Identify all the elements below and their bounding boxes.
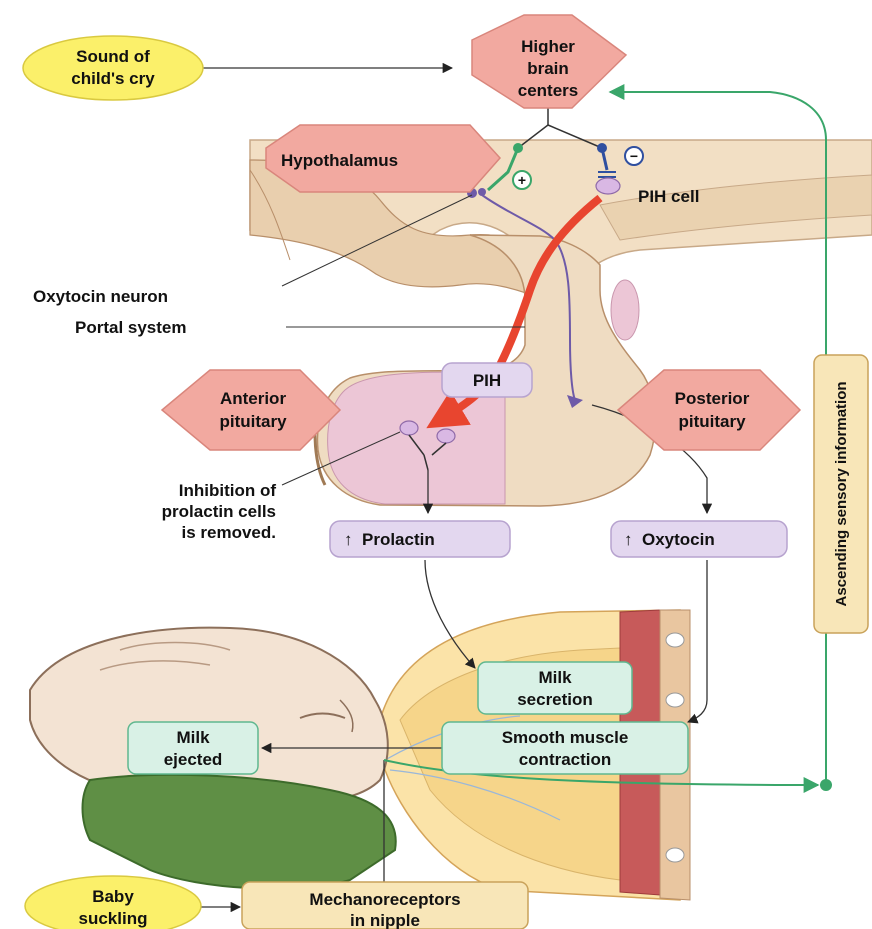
sound-cry-node: Sound of child's cry — [23, 36, 203, 100]
oxytocin-box: ↑ Oxytocin — [611, 521, 787, 557]
posterior-line-2: pituitary — [678, 412, 746, 431]
anterior-line-2: pituitary — [219, 412, 287, 431]
prolactin-label: Prolactin — [362, 530, 435, 549]
mechanoreceptors-line-2: in nipple — [350, 911, 420, 929]
baby-suckling-line-2: suckling — [79, 909, 148, 928]
prolactin-box: ↑ Prolactin — [330, 521, 510, 557]
milk-secretion-line-2: secretion — [517, 690, 593, 709]
sound-cry-line-1: Sound of — [76, 47, 150, 66]
oxytocin-to-muscle-arrow — [688, 560, 707, 722]
milk-ejected-line-2: ejected — [164, 750, 223, 769]
anterior-pituitary-node: Anterior pituitary — [162, 370, 340, 450]
baby-suckling-line-1: Baby — [92, 887, 134, 906]
higher-brain-line-3: centers — [518, 81, 578, 100]
spinal-synapse-star — [820, 779, 832, 791]
svg-text:+: + — [518, 172, 526, 188]
pih-label: PIH — [473, 371, 501, 390]
pih-cell-body — [596, 178, 620, 194]
smooth-muscle-line-1: Smooth muscle — [502, 728, 629, 747]
milk-ejected-line-1: Milk — [176, 728, 210, 747]
oxytocin-neuron-label: Oxytocin neuron — [33, 287, 168, 306]
posterior-line-1: Posterior — [675, 389, 750, 408]
sound-cry-line-2: child's cry — [71, 69, 155, 88]
mechanoreceptors-box: Mechanoreceptors in nipple — [242, 882, 528, 929]
portal-system-label: Portal system — [75, 318, 187, 337]
higher-brain-line-1: Higher — [521, 37, 575, 56]
inhibition-line-3: is removed. — [182, 523, 277, 542]
prolactin-up-arrow: ↑ — [344, 530, 353, 549]
oxytocin-label: Oxytocin — [642, 530, 715, 549]
inhibition-line-1: Inhibition of — [179, 481, 277, 500]
ascending-sensory-box: Ascending sensory information — [814, 355, 868, 633]
smooth-muscle-box: Smooth muscle contraction — [442, 722, 688, 774]
ascending-sensory-label: Ascending sensory information — [833, 381, 850, 606]
anterior-line-1: Anterior — [220, 389, 287, 408]
svg-text:−: − — [630, 148, 638, 164]
hypothalamus-label: Hypothalamus — [281, 151, 398, 170]
mechanoreceptors-line-1: Mechanoreceptors — [309, 890, 460, 909]
smooth-muscle-line-2: contraction — [519, 750, 612, 769]
milk-secretion-box: Milk secretion — [478, 662, 632, 714]
inhibition-line-2: prolactin cells — [162, 502, 276, 521]
higher-brain-line-2: brain — [527, 59, 569, 78]
baby-suckling-node: Baby suckling — [25, 876, 201, 929]
higher-brain-centers-node: Higher brain centers — [472, 15, 626, 108]
oxytocin-up-arrow: ↑ — [624, 530, 633, 549]
hypothalamus-node: Hypothalamus — [266, 125, 500, 192]
milk-secretion-line-1: Milk — [538, 668, 572, 687]
pih-box: PIH — [442, 363, 532, 397]
pih-cell-label: PIH cell — [638, 187, 699, 206]
milk-ejected-box: Milk ejected — [128, 722, 258, 774]
